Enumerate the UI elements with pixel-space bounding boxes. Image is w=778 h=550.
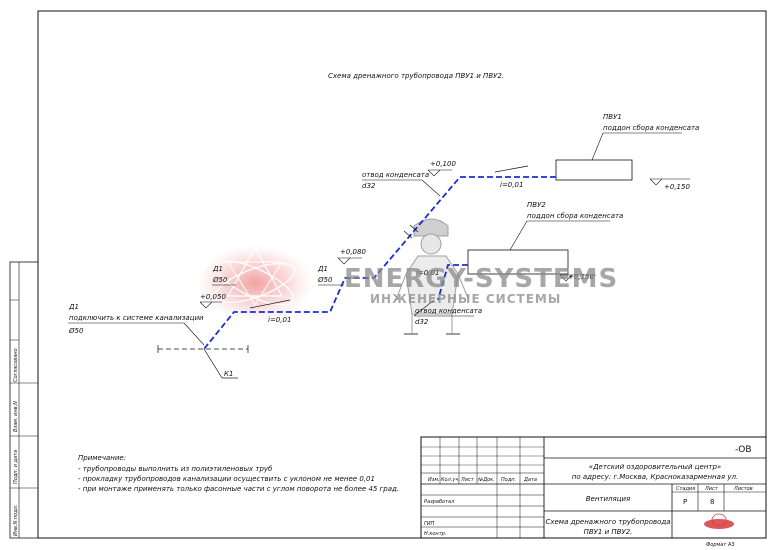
- format-label: Формат: [706, 542, 727, 548]
- tb-sheet-value: 8: [710, 498, 714, 506]
- tb-section: Вентиляция: [586, 495, 631, 503]
- side-stamp-signature: Подп. и дата: [13, 450, 19, 484]
- side-stamp-replaced: Взам. инв.N: [13, 401, 19, 432]
- level-marks: [199, 169, 690, 309]
- d1-main-label: Д1: [68, 303, 79, 311]
- level-plus-0050: +0,050: [200, 293, 226, 301]
- d1-main-desc: подключить к системе канализации: [69, 314, 204, 322]
- tb-sheets-label: Листов: [733, 486, 753, 492]
- drawing-title: Схема дренажного трубопровода ПВУ1 и ПВУ…: [328, 72, 504, 80]
- pvu1-label: ПВУ1: [603, 113, 622, 121]
- tb-row-gip: ГИП: [424, 521, 435, 527]
- pvu2-desc: поддон сбора конденсата: [527, 212, 623, 220]
- tb-object-line-2: по адресу: г.Москва, Красноказарменная у…: [572, 473, 738, 481]
- tb-row-nkontr: Н.контр.: [424, 531, 446, 537]
- level-plus-0100: +0,100: [430, 160, 456, 168]
- k1-label: К1: [224, 370, 233, 378]
- watermark-brand: ENERGY-SYSTEMS: [344, 264, 618, 294]
- otvod2-diameter: d32: [415, 318, 429, 326]
- tb-col-izm: Изм.: [428, 477, 440, 483]
- tb-col-list: Лист: [460, 477, 475, 483]
- tb-stage-label: Стадия: [676, 486, 695, 492]
- watermark-sub: ИНЖЕНЕРНЫЕ СИСТЕМЫ: [370, 292, 561, 306]
- tb-col-koluch: Кол.уч.: [441, 477, 460, 483]
- tb-stage-value: Р: [683, 498, 687, 506]
- d1-b-label: Д1: [317, 265, 328, 273]
- title-block: [420, 436, 767, 539]
- d1-a-label: Д1: [212, 265, 223, 273]
- tb-sheet-title-2: ПВУ1 и ПВУ2.: [584, 528, 633, 536]
- slope-3: i=0,01: [268, 316, 291, 324]
- slope-marks: [249, 165, 529, 309]
- watermark-logo: [197, 245, 313, 321]
- leaders: [68, 179, 474, 346]
- notes: Примечание: - трубопроводы выполнить из …: [78, 454, 399, 493]
- tb-object-line-1: «Детский оздоровительный центр»: [589, 463, 721, 471]
- tb-sheet-title-1: Схема дренажного трубопровода: [545, 518, 670, 526]
- side-stamp-agreed: Согласовано: [13, 348, 19, 382]
- pvu2-label: ПВУ2: [527, 201, 546, 209]
- tb-sheet-label: Лист: [704, 486, 719, 492]
- level-plus-0150-b: +0,150: [568, 273, 594, 281]
- tb-code: -ОВ: [735, 445, 752, 455]
- pvu2-tray: ПВУ2 поддон сбора конденсата: [467, 201, 623, 275]
- company-logo: [704, 513, 734, 529]
- pvu1-tray: ПВУ1 поддон сбора конденсата: [555, 113, 699, 181]
- side-stamp-inventory: Инв.N подл.: [13, 505, 19, 536]
- tb-row-developed: Разработал: [424, 499, 455, 505]
- tb-col-podp: Подп.: [501, 477, 516, 483]
- d1-b-diameter: Ø50: [317, 276, 333, 284]
- level-plus-0080: +0,080: [340, 248, 366, 256]
- notes-line-2: - прокладку трубопроводов канализации ос…: [78, 475, 375, 483]
- tb-col-data: Дата: [523, 477, 537, 483]
- drain-pipe: [203, 176, 556, 350]
- slope-1: i=0,01: [500, 181, 523, 189]
- otvod1-label: отвод конденсата: [362, 171, 429, 179]
- level-plus-0150-a: +0,150: [664, 183, 690, 191]
- d1-a-diameter: Ø50: [212, 276, 228, 284]
- side-stamp: Согласовано Взам. инв.N Подп. и дата Инв…: [9, 261, 39, 539]
- pvu1-desc: поддон сбора конденсата: [603, 124, 699, 132]
- notes-line-3: - при монтаже применять только фасонные …: [78, 485, 399, 493]
- format-value: А3: [728, 542, 735, 548]
- otvod2-label: отвод конденсата: [415, 307, 482, 315]
- otvod1-diameter: d32: [362, 182, 376, 190]
- notes-line-1: - трубопроводы выполнить из полиэтиленов…: [78, 465, 273, 473]
- slope-2: i=0,01: [416, 269, 439, 277]
- watermark-worker: [395, 218, 469, 335]
- tb-col-ndok: №Док.: [477, 477, 495, 483]
- k1-sewer: [157, 345, 249, 379]
- d1-main-diameter: Ø50: [68, 327, 84, 335]
- notes-heading: Примечание:: [78, 454, 126, 462]
